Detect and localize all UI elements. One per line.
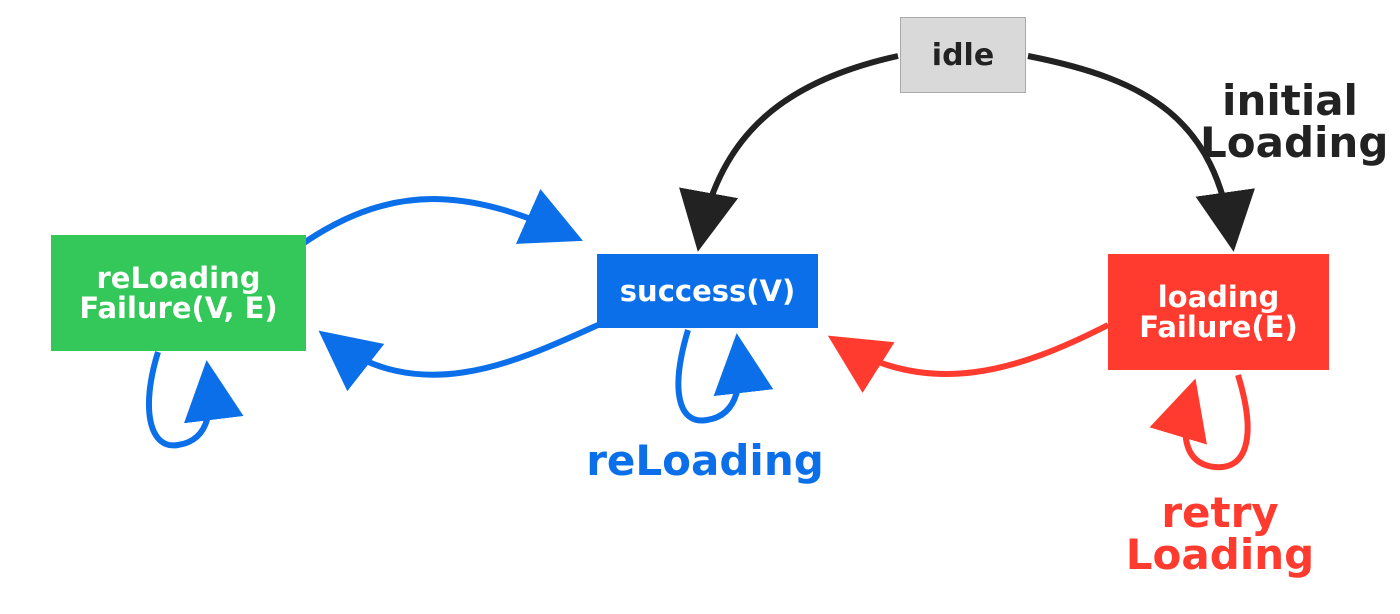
edge-success-to-reloading-failure [318, 322, 600, 392]
loading-failure-label-line1: loading [1157, 279, 1280, 314]
reloading-edge-label: reLoading [570, 440, 840, 482]
edge-idle-to-success [679, 53, 899, 252]
retry-loading-label-line2: Loading [1125, 530, 1315, 579]
reloading-edge-label-text: reLoading [586, 436, 824, 485]
self-loop-reloading-failure [145, 351, 244, 449]
retry-loading-label: retry Loading [1110, 492, 1330, 576]
success-state-label: success(V) [619, 274, 796, 308]
success-state-node: success(V) [597, 254, 818, 328]
loading-failure-state-node: loading Failure(E) [1108, 254, 1329, 370]
initial-loading-label: initial Loading [1200, 76, 1389, 167]
retry-loading-label-line1: retry [1161, 488, 1279, 537]
idle-state-node: idle [900, 17, 1026, 93]
reloading-failure-label-line2: Failure(V, E) [79, 291, 278, 325]
initial-loading-label-line2: Loading [1200, 118, 1389, 167]
reloading-failure-label-line1: reLoading [96, 260, 261, 295]
edge-loading-failure-to-success [827, 322, 1110, 393]
self-loop-loading-failure [1149, 374, 1251, 471]
loading-failure-label-line2: Failure(E) [1139, 310, 1298, 344]
reloading-failure-state-node: reLoading Failure(V, E) [51, 235, 306, 351]
edge-idle-to-loading-failure [1027, 53, 1255, 252]
initial-loading-label-line1: initial [1222, 76, 1358, 125]
idle-state-label: idle [931, 37, 995, 73]
self-loop-success [675, 329, 774, 424]
edge-reloading-failure-to-success [296, 189, 583, 250]
